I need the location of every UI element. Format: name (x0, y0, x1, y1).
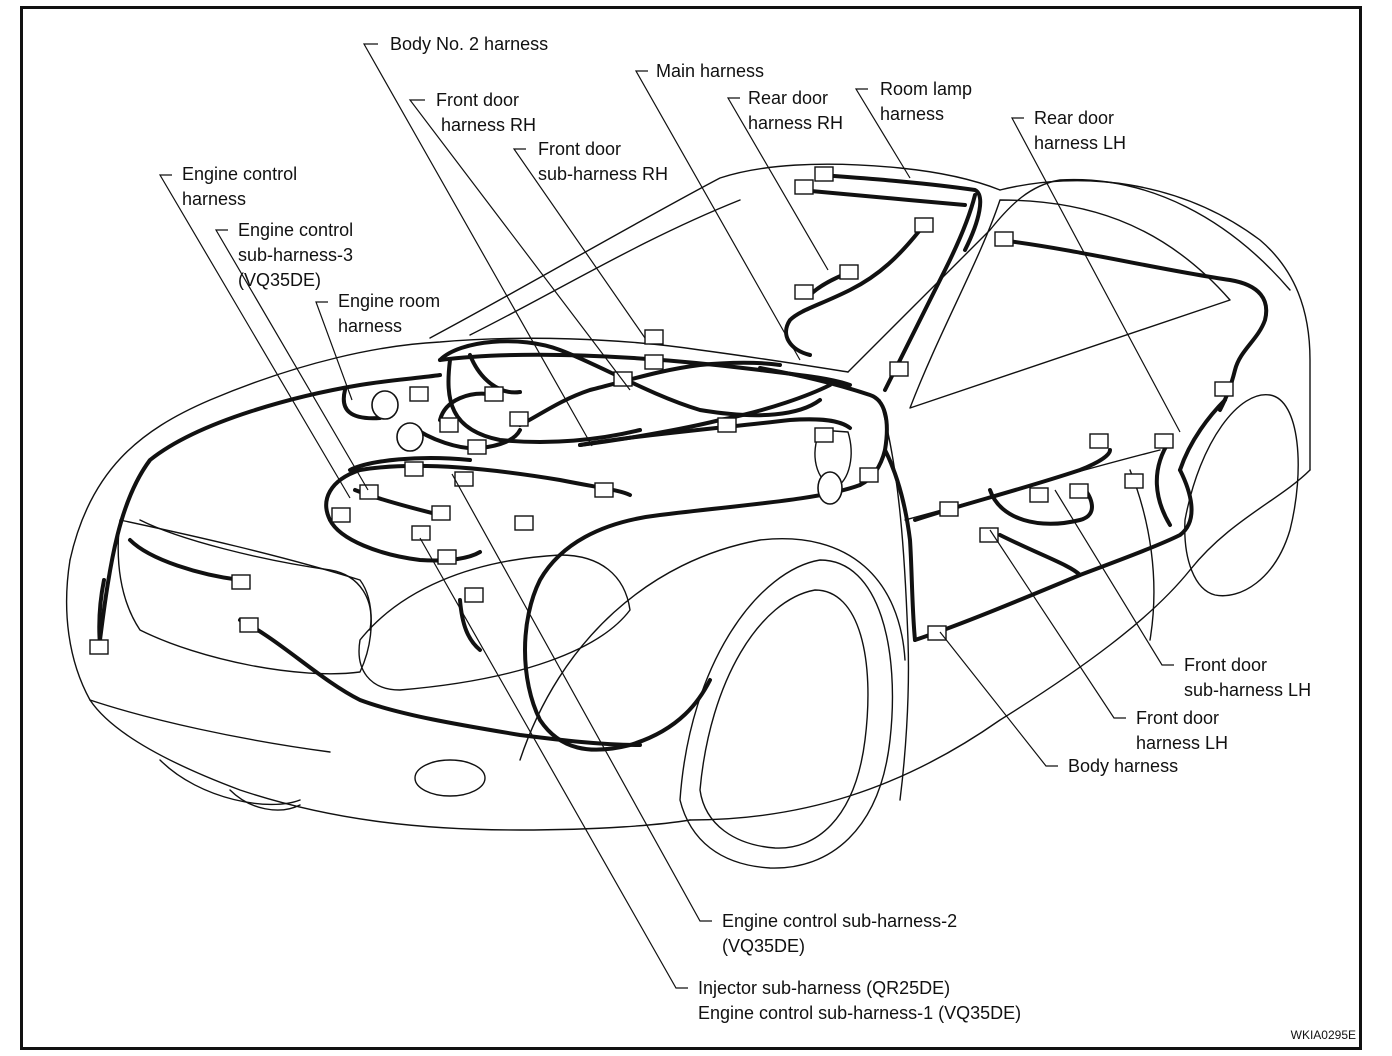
label-engine-room-harness-line2: harness (338, 316, 403, 336)
label-body-harness: Body harness (1068, 756, 1179, 776)
diagram-frame (20, 6, 1362, 1050)
harness-wires (97, 173, 1269, 752)
label-engine-control-harness-line2: harness (182, 189, 247, 209)
label-front-door-harness-lh-line2: harness LH (1136, 733, 1229, 753)
label-front-door-harness-lh-line1: Front door (1136, 708, 1220, 728)
label-main-harness: Main harness (656, 61, 765, 81)
label-room-lamp-harness-line2: harness (880, 104, 945, 124)
label-front-door-harness-rh-line2: harness RH (441, 115, 537, 135)
label-engine-control-sub-harness-2-line1: Engine control sub-harness-2 (722, 911, 958, 931)
label-front-door-sub-harness-rh-line1: Front door (538, 139, 622, 159)
label-engine-control-sub-harness-3-line3: (VQ35DE) (238, 270, 322, 290)
label-rear-door-harness-lh-line2: harness LH (1034, 133, 1127, 153)
label-injector-sub-harness: Injector sub-harness (QR25DE) (698, 978, 951, 998)
connectors (89, 166, 1234, 655)
grommets (371, 390, 843, 505)
leader-lines (158, 43, 1181, 989)
label-rear-door-harness-rh-line2: harness RH (748, 113, 844, 133)
reference-code: WKIA0295E (1290, 1028, 1356, 1042)
label-engine-room-harness-line1: Engine room (338, 291, 441, 311)
label-front-door-sub-harness-lh-line1: Front door (1184, 655, 1268, 675)
label-front-door-harness-rh-line1: Front door (436, 90, 520, 110)
label-front-door-sub-harness-lh-line2: sub-harness LH (1184, 680, 1312, 700)
label-engine-control-harness-line1: Engine control (182, 164, 298, 184)
label-front-door-sub-harness-rh-line2: sub-harness RH (538, 164, 669, 184)
label-engine-control-sub-harness-1: Engine control sub-harness-1 (VQ35DE) (698, 1003, 1022, 1023)
label-engine-control-sub-harness-2-line2: (VQ35DE) (722, 936, 806, 956)
label-engine-control-sub-harness-3-line2: sub-harness-3 (238, 245, 354, 265)
label-rear-door-harness-lh-line1: Rear door (1034, 108, 1115, 128)
label-body-no2-harness: Body No. 2 harness (390, 34, 549, 54)
label-room-lamp-harness-line1: Room lamp (880, 79, 973, 99)
label-engine-control-sub-harness-3-line1: Engine control (238, 220, 354, 240)
label-rear-door-harness-rh-line1: Rear door (748, 88, 829, 108)
